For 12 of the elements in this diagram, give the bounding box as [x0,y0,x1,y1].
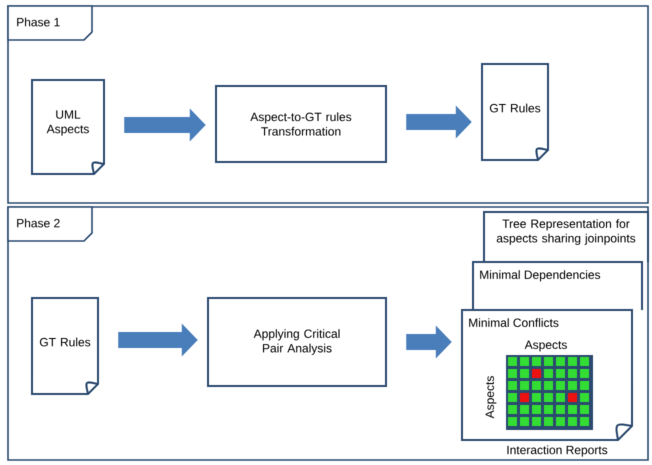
document-title: Minimal Conflicts [469,318,558,327]
document-box: GT Rules [481,63,549,161]
document-box: UML Aspects [31,79,105,175]
document-box: GT Rules [31,297,99,395]
process-box: Applying Critical Pair Analysis [207,297,387,387]
document-title: Tree Representation for aspects sharing joinpoints [496,219,636,245]
process-box: Aspect-to-GT rules Transformation [215,85,387,163]
axis-label: Aspects [486,376,496,418]
document-title: Minimal Dependencies [480,270,600,282]
document-box [472,261,643,311]
axis-label: Aspects [524,340,567,352]
document-box [483,211,649,263]
